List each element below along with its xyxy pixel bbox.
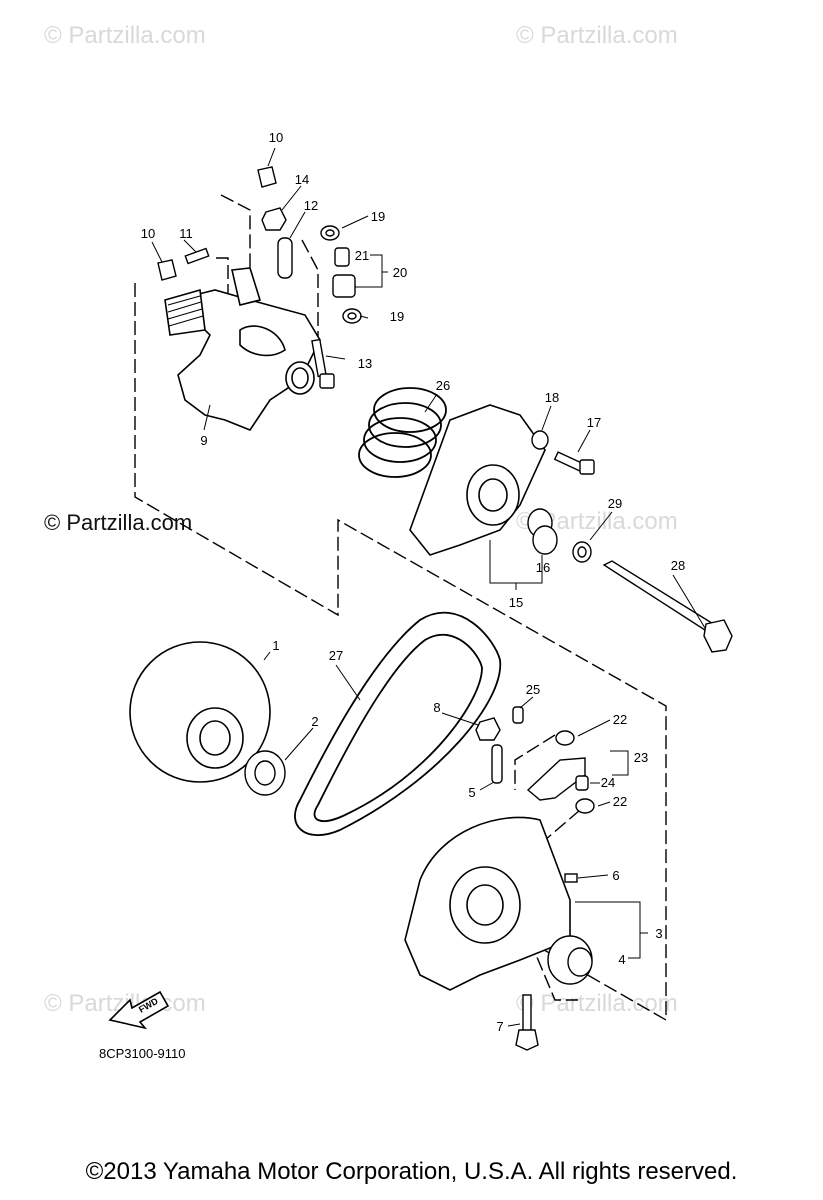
callout-22: 22 — [613, 712, 627, 727]
nut-part-8 — [475, 717, 501, 741]
washer-part-19 — [320, 225, 362, 324]
callout-1: 1 — [272, 638, 279, 653]
washer-part-29 — [572, 541, 592, 563]
callout-25: 25 — [526, 682, 540, 697]
callout-2: 2 — [311, 714, 318, 729]
callout-14: 14 — [295, 172, 309, 187]
bolt-part-17 — [553, 451, 595, 475]
callout-26: 26 — [436, 378, 450, 393]
diagram-code: 8CP3100-9110 — [99, 1046, 186, 1061]
bushing-part-2 — [244, 750, 286, 796]
washer-part-22 — [555, 730, 595, 814]
slider-part-12 — [277, 237, 293, 279]
bolt-part-7 — [515, 994, 539, 1051]
callout-7: 7 — [496, 1019, 503, 1034]
callout-13: 13 — [358, 356, 372, 371]
sheave-part-1 — [129, 641, 271, 783]
callout-21: 21 — [355, 248, 369, 263]
callout-19: 19 — [371, 209, 385, 224]
collar-part-24 — [575, 775, 589, 791]
callout-24: 24 — [601, 775, 615, 790]
pin-part-10 — [157, 166, 277, 281]
callout-9: 9 — [200, 433, 207, 448]
callout-29: 29 — [608, 496, 622, 511]
watermark: © Partzilla.com — [44, 510, 193, 535]
callout-numbers: 10 10 11 14 12 19 21 20 19 13 9 26 18 17… — [141, 130, 685, 1034]
drive-belt-part-27 — [294, 611, 502, 836]
callout-19: 19 — [390, 309, 404, 324]
callout-17: 17 — [587, 415, 601, 430]
pin-part-5 — [491, 744, 503, 784]
callout-16: 16 — [536, 560, 550, 575]
long-bolt-part-28 — [602, 560, 733, 653]
callout-23: 23 — [634, 750, 648, 765]
watermark: © Partzilla.com — [516, 22, 678, 49]
callout-11: 11 — [179, 226, 193, 241]
callout-12: 12 — [304, 198, 318, 213]
washer-part-18 — [531, 430, 549, 450]
callout-27: 27 — [329, 648, 343, 663]
callout-5: 5 — [468, 785, 475, 800]
bushing-part-16 — [527, 508, 558, 555]
callout-10: 10 — [141, 226, 155, 241]
secondary-housing-part-3 — [404, 816, 571, 991]
copyright-notice: ©2013 Yamaha Motor Corporation, U.S.A. A… — [85, 1158, 738, 1185]
callout-20: 20 — [393, 265, 407, 280]
collar-part-21 — [332, 247, 356, 298]
callout-4: 4 — [618, 952, 625, 967]
callout-10: 10 — [269, 130, 283, 145]
callout-8: 8 — [433, 700, 440, 715]
fwd-arrow-icon — [108, 990, 170, 1030]
callout-3: 3 — [655, 926, 662, 941]
callout-28: 28 — [671, 558, 685, 573]
watermark: © Partzilla.com — [516, 990, 678, 1017]
callout-6: 6 — [612, 868, 619, 883]
ramp-shoe-part-23 — [526, 757, 586, 801]
spring-part-26 — [358, 387, 447, 478]
nut-part-14 — [261, 207, 287, 231]
bolt-part-13 — [311, 338, 335, 389]
group-brackets — [355, 254, 648, 959]
fixed-hub-part-9 — [164, 267, 321, 431]
cover-part-15 — [409, 404, 546, 556]
watermark: © Partzilla.com — [44, 22, 206, 49]
leader-lines — [151, 147, 706, 1027]
callout-18: 18 — [545, 390, 559, 405]
callout-22: 22 — [613, 794, 627, 809]
bushing-part-4 — [547, 935, 593, 985]
roller-pin-part-11 — [184, 247, 210, 265]
pin-part-25 — [512, 706, 524, 724]
screw-part-6 — [564, 873, 578, 883]
callout-15: 15 — [509, 595, 523, 610]
